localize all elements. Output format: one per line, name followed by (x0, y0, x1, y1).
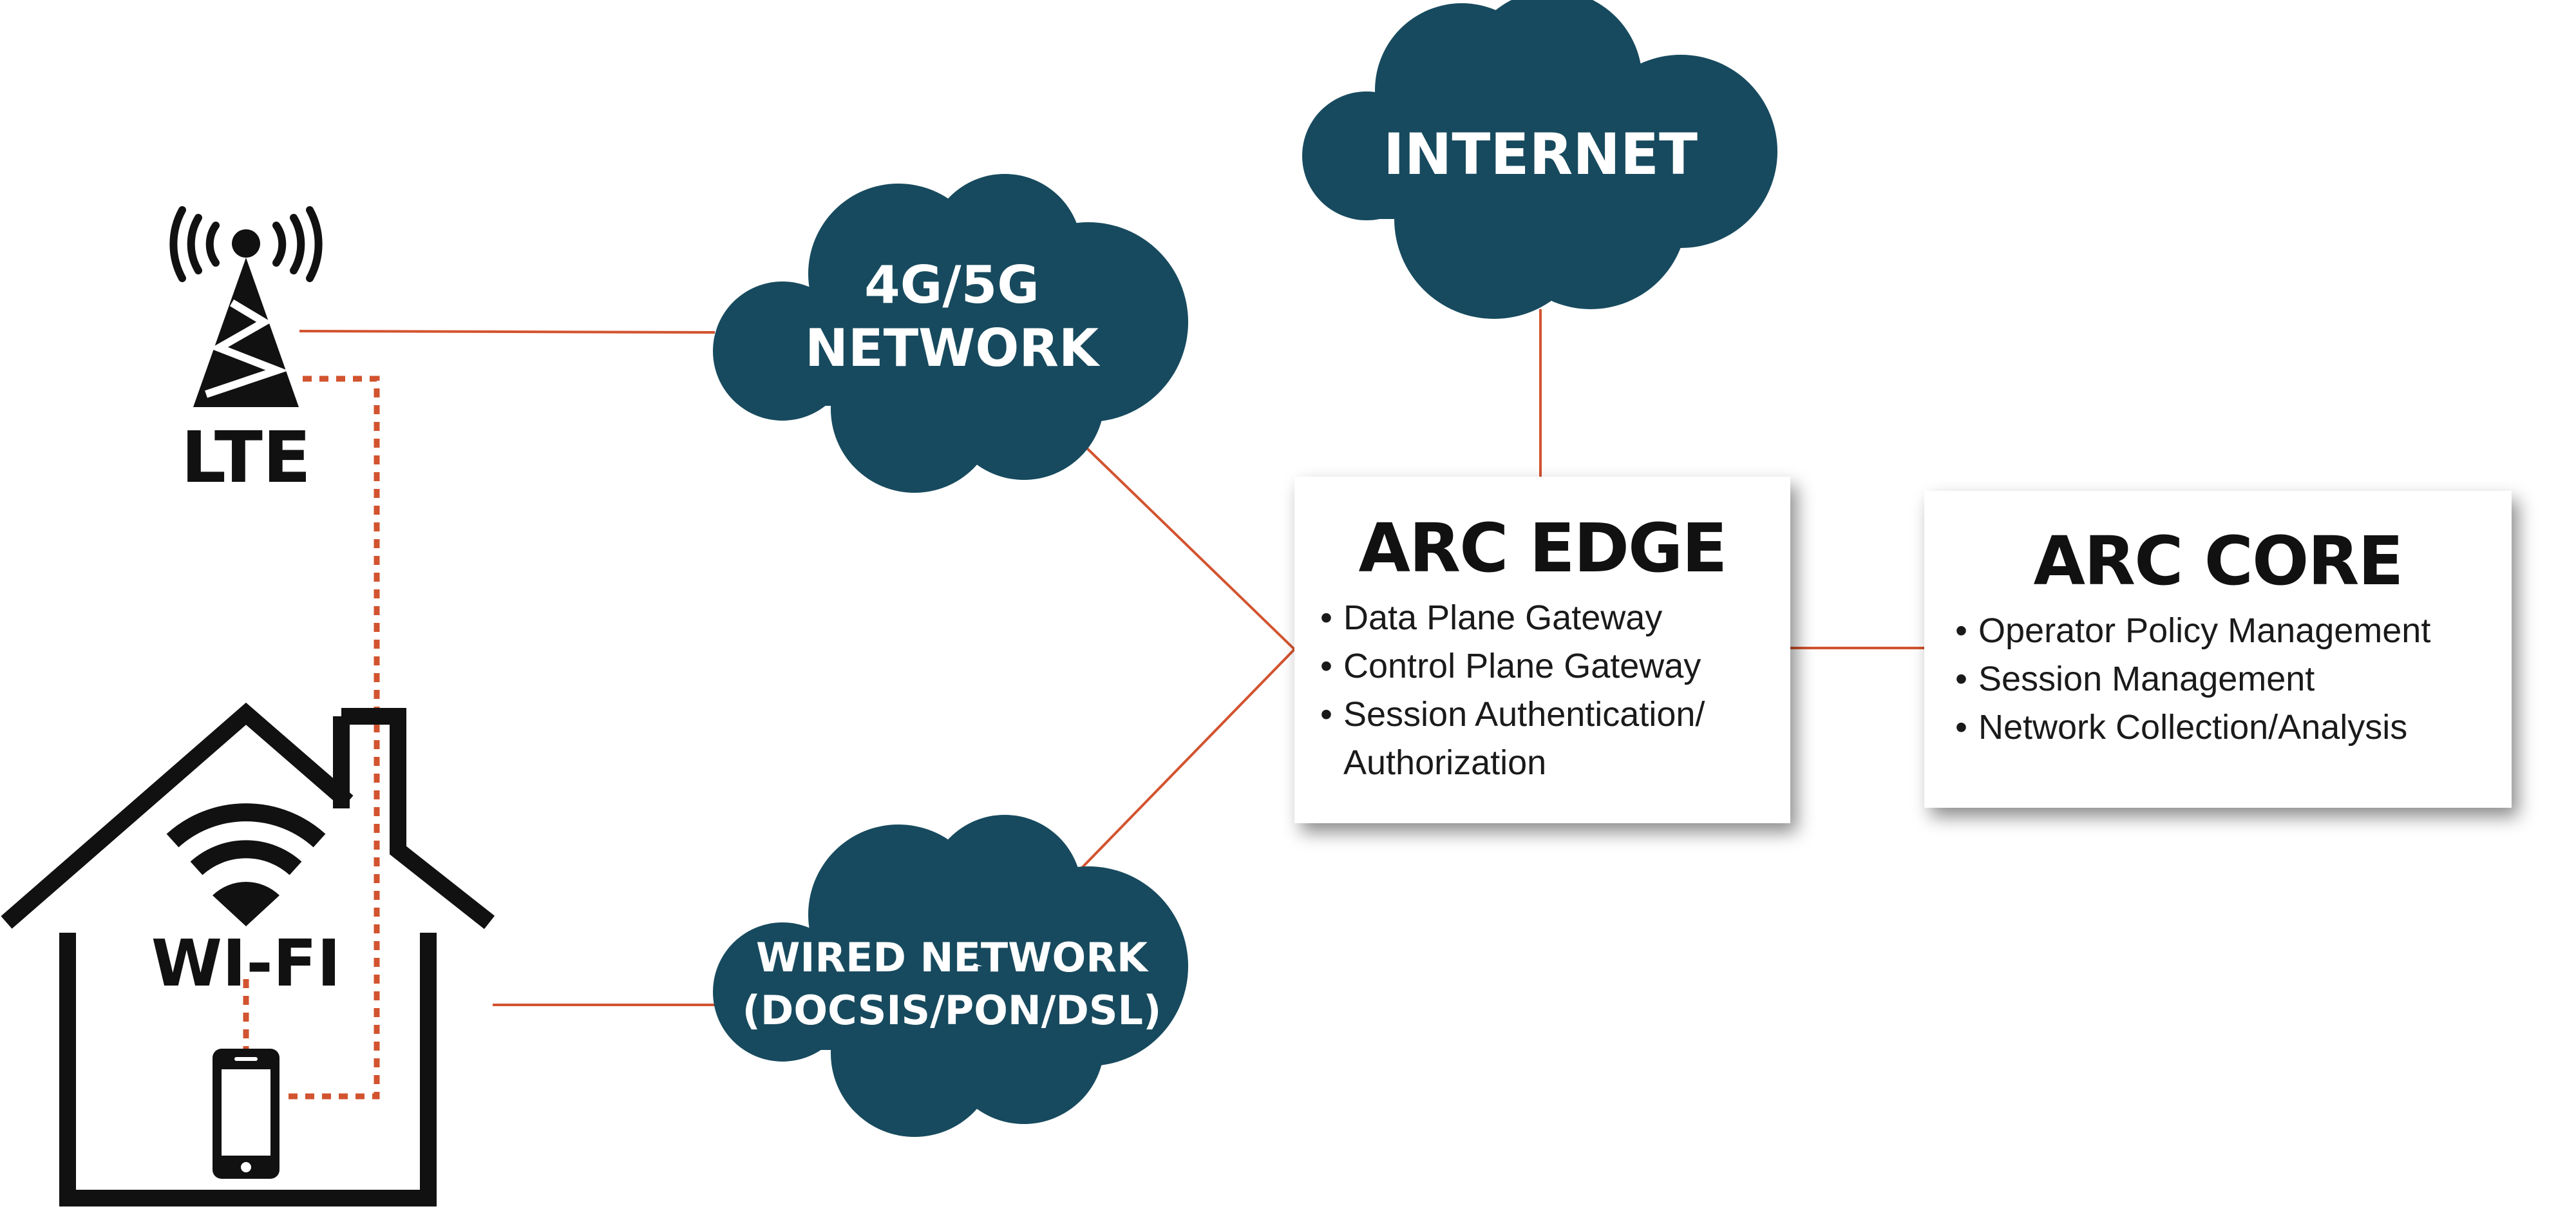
list-item: •Control Plane Gateway (1320, 647, 1701, 685)
list-item: •Network Collection/Analysis (1955, 708, 2408, 747)
wired-cloud-label-line2: (DOCSIS/PON/DSL) (743, 987, 1162, 1034)
list-item: •Data Plane Gateway (1320, 598, 1663, 637)
list-item: •Operator Policy Management (1955, 611, 2431, 650)
list-item: •Session Management (1955, 660, 2315, 698)
cellular-network-cloud: 4G/5G NETWORK (713, 174, 1188, 493)
list-item: •Session Authentication/ (1320, 695, 1705, 734)
smartphone-icon (213, 1049, 279, 1179)
line-cellular-to-edge (1045, 408, 1296, 651)
arc-edge-title: ARC EDGE (1358, 509, 1728, 587)
arc-core-title: ARC CORE (2033, 522, 2404, 600)
arc-edge-box: ARC EDGE •Data Plane Gateway •Control Pl… (1294, 477, 1790, 823)
arc-edge-item-text: Data Plane Gateway (1343, 598, 1663, 637)
line-wired-to-edge (1060, 648, 1296, 890)
wired-cloud-label-line1: WIRED NETWORK (756, 934, 1149, 981)
lte-label: LTE (181, 416, 311, 499)
list-item-continuation: Authorization (1320, 739, 1790, 787)
dotted-link-lte-to-phone (283, 376, 380, 1100)
arc-edge-item-text: Control Plane Gateway (1343, 647, 1701, 685)
connector-lines (299, 309, 1924, 1006)
arc-core-feature-list: •Operator Policy Management •Session Man… (1924, 607, 2512, 752)
cellular-cloud-label-line2: NETWORK (805, 318, 1101, 378)
arc-edge-item-text: Authorization (1343, 743, 1547, 782)
arc-core-item-text: Network Collection/Analysis (1978, 708, 2408, 747)
wifi-label: WI-FI (151, 926, 341, 1001)
arc-core-item-text: Operator Policy Management (1978, 611, 2431, 650)
internet-cloud-label: INTERNET (1383, 121, 1698, 187)
dotted-links (243, 376, 380, 1100)
internet-cloud: INTERNET (1302, 0, 1777, 319)
arc-edge-feature-list: •Data Plane Gateway •Control Plane Gatew… (1294, 594, 1790, 787)
wired-network-cloud: WIRED NETWORK (DOCSIS/PON/DSL) (713, 815, 1188, 1137)
arc-core-box: ARC CORE •Operator Policy Management •Se… (1924, 491, 2512, 808)
house-icon (1, 702, 495, 1206)
cell-tower-icon (169, 206, 323, 407)
line-lte-to-cellular (299, 330, 715, 334)
arc-edge-item-text: Session Authentication/ (1343, 695, 1705, 734)
wifi-icon (166, 803, 326, 926)
arc-core-item-text: Session Management (1978, 660, 2315, 698)
cellular-cloud-label-line1: 4G/5G (864, 255, 1039, 315)
